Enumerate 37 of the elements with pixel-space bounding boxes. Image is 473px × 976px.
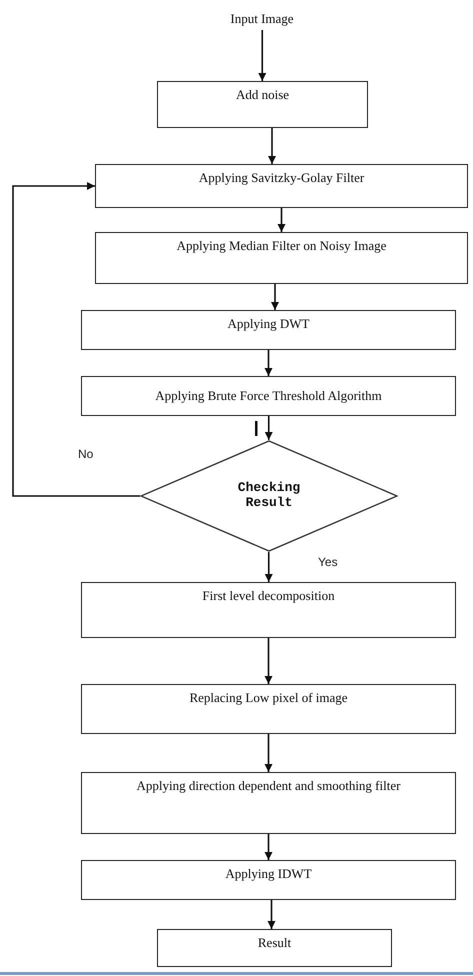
step-label: Applying Savitzky-Golay Filter — [198, 171, 366, 186]
step-label: Add noise — [234, 88, 290, 103]
step-label: Input Image — [229, 12, 295, 26]
arrow — [264, 638, 272, 684]
process-box — [95, 164, 468, 208]
edge-label: Yes — [318, 555, 338, 569]
step-label: Applying Brute Force Threshold Algorithm — [154, 388, 383, 404]
arrow — [278, 208, 286, 232]
arrow — [258, 30, 266, 81]
step-label: Result — [256, 936, 292, 951]
arrow — [264, 350, 272, 376]
process-box — [157, 929, 392, 967]
process-box — [81, 772, 456, 834]
step-label: Applying direction dependent and smoothing filter — [136, 779, 402, 794]
arrow — [268, 900, 276, 929]
process-box — [81, 684, 456, 734]
process-box — [95, 232, 468, 284]
process-box — [81, 376, 456, 416]
arrow — [271, 284, 279, 310]
process-box — [157, 81, 368, 128]
arrow — [12, 182, 140, 497]
arrow — [264, 834, 272, 860]
process-box — [81, 860, 456, 900]
step-label: Replacing Low pixel of image — [188, 691, 349, 706]
edge-label: No — [78, 447, 94, 461]
arrow — [264, 552, 273, 582]
step-label: First level decomposition — [201, 589, 336, 604]
decision-label: Checking Result — [236, 481, 302, 511]
step-label: Applying DWT — [226, 317, 310, 332]
arrow — [264, 734, 272, 772]
arrow — [268, 128, 276, 164]
arrow — [264, 416, 273, 440]
step-label: Applying IDWT — [224, 867, 313, 882]
decision-diamond — [140, 440, 398, 552]
step-label: Applying Median Filter on Noisy Image — [176, 239, 388, 254]
process-box — [81, 310, 456, 350]
process-box — [81, 582, 456, 638]
